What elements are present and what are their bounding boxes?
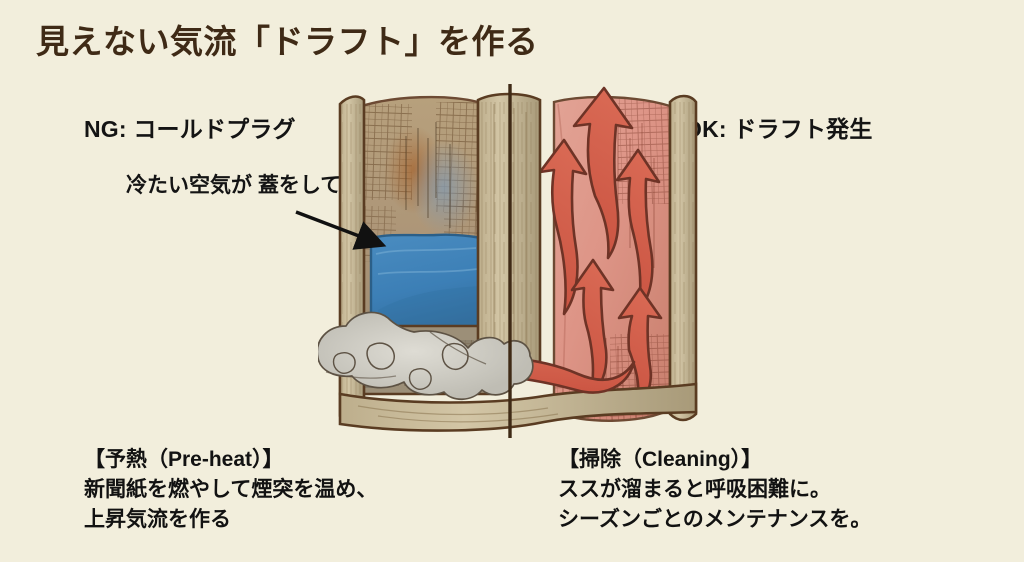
updraft-arrow-4 <box>570 258 615 398</box>
caption-preheat-heading: 【予熱（Pre-heat）】 <box>84 448 284 471</box>
caption-preheat-line-2: 上昇気流を作る <box>84 507 231 531</box>
caption-cleaning: 【掃除（Cleaning）】 ススが溜まると呼吸困難に。 シーズンごとのメンテナ… <box>558 445 871 534</box>
updraft-arrow-3 <box>615 148 661 314</box>
frame-base-sill <box>338 382 698 432</box>
caption-preheat: 【予熱（Pre-heat）】 新聞紙を燃やして煙突を温め、 上昇気流を作る <box>84 445 377 534</box>
page-title: 見えない気流「ドラフト」を作る <box>36 23 539 60</box>
label-ng-cold-plug: NG: コールドプラグ <box>84 116 296 142</box>
pointer-arrow-to-cold-plug <box>295 210 387 250</box>
caption-cleaning-heading: 【掃除（Cleaning）】 <box>558 448 763 471</box>
caption-cleaning-line-1: ススが溜まると呼吸困難に。 <box>558 477 831 501</box>
caption-cleaning-line-2: シーズンごとのメンテナンスを。 <box>558 507 872 531</box>
updraft-arrows <box>538 86 663 410</box>
caption-preheat-line-1: 新聞紙を燃やして煙突を温め、 <box>84 477 378 501</box>
cold-plug-shadow <box>378 286 480 334</box>
backdraft-smoke <box>318 311 534 401</box>
cold-plug-surface-lines <box>375 247 479 275</box>
label-ok-draft: OK: ドラフト発生 <box>684 116 873 142</box>
chimney-cross-section-illustration <box>318 78 716 446</box>
updraft-arrow-2 <box>538 138 588 316</box>
callout-line-1: 冷たい空気が <box>126 174 252 197</box>
updraft-arrow-1 <box>572 86 634 260</box>
